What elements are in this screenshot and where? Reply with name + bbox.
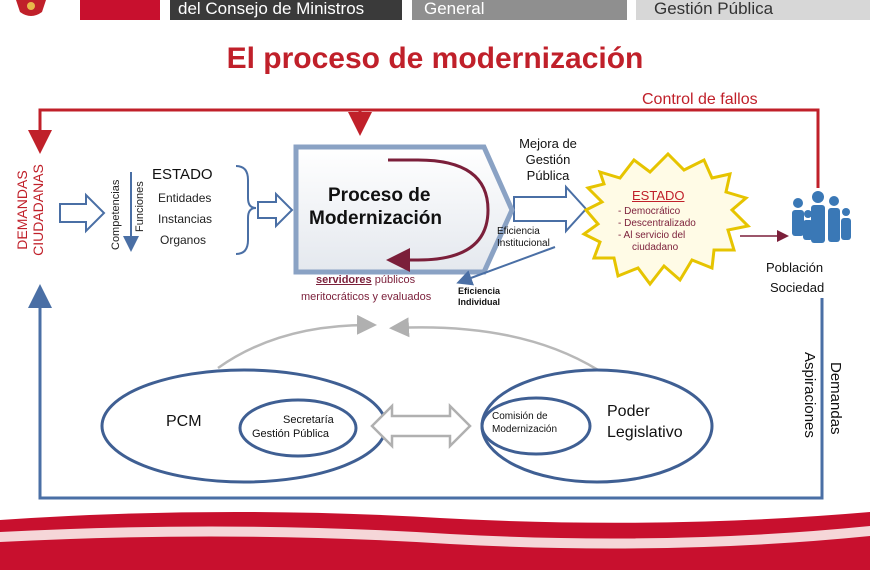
header-section: General [412,0,627,20]
header-unit: Gestión Pública [636,0,870,20]
proceso-cycle-arrow [386,158,490,272]
funciones-label: Funciones [134,181,146,232]
estado-ideal-item-3: - Al servicio del [618,230,686,241]
estado-ideal-item-4: ciudadano [632,242,679,253]
aspiraciones-label: Aspiraciones [801,352,818,438]
secretaria-ellipse [238,398,358,458]
eficiencia-inst-line2: Institucional [497,238,550,249]
eficiencia-ind-line2: Individual [458,297,501,307]
estado-item-entidades: Entidades [158,191,212,205]
eficiencia-ind-line1: Eficiencia [458,286,501,296]
mejora-line1: Mejora de [519,136,577,151]
servidores-rest: públicos [371,274,416,286]
mejora-label: Mejora de Gestión Pública [500,136,596,184]
logo-emblem [14,0,48,18]
estado-ideal-item-2: - Descentralizado [618,218,696,229]
feedback-loop-line [28,284,824,500]
estado-ideal-list: - Democrático - Descentralizado - Al ser… [618,206,696,254]
servidores-text: servidores públicos [316,274,415,286]
sociedad-label: Sociedad [770,280,825,295]
double-arrow [370,402,472,450]
block-arrow-3 [513,184,588,234]
proceso-line1: Proceso de [328,185,431,206]
eficiencia-individual-label: Eficiencia Individual [458,286,500,308]
demandas-ciudadanas-line2: CIUDADANAS [30,164,46,256]
pcm-ellipse [100,368,388,484]
control-loop-line [28,108,820,188]
control-label: Control de fallos [642,91,758,108]
gestion-publica-label: Gestión Pública [252,428,330,440]
proceso-line2: Modernización [309,208,443,229]
secretaria-label: Secretaría [283,414,334,426]
estado-ideal-title: ESTADO [632,188,685,203]
proceso-box [293,144,515,275]
comision-ellipse [480,396,592,456]
block-arrow-2 [257,191,294,229]
poder-label: Poder [607,403,650,420]
gray-arc-right [389,317,599,372]
footer-wave-white [0,526,870,549]
estado-brace [235,165,257,255]
mejora-line3: Pública [526,168,570,183]
estado-ideal-item-1: - Democrático [618,206,681,217]
legislativo-label: Legislativo [607,424,683,441]
header-bar: del Consejo de Ministros General Gestión… [0,0,870,22]
header-institution: del Consejo de Ministros [170,0,402,20]
eficiencia-institucional-label: Eficiencia Institucional [497,226,550,250]
estado-item-organos: Organos [160,233,207,247]
estado-title: ESTADO [152,166,213,183]
mejora-line2: Gestión [525,152,571,167]
modernizacion-small-label: Modernización [492,424,558,435]
estado-ideal-star [581,151,752,287]
servidores-underlined: servidores [316,274,372,286]
comision-label: Comisión de [492,411,548,422]
page-title: El proceso de modernización [226,42,644,75]
competencias-label: Competencias [110,179,122,250]
demandas-label: Demandas [827,362,844,435]
estado-item-instancias: Instancias [158,212,213,226]
meritocraticos-text: meritocráticos y evaluados [301,291,432,303]
poblacion-label: Población [766,260,824,275]
demandas-ciudadanas-line1: DEMANDAS [14,170,30,250]
eficiencia-inst-line1: Eficiencia [497,226,540,237]
block-arrow-1 [59,192,106,234]
demandas-ciudadanas-label: DEMANDAS CIUDADANAS [14,150,46,270]
pcm-label: PCM [166,413,202,430]
flag-red-block [80,0,160,20]
people-icon [792,191,851,243]
eficiencia-arrow-1 [456,246,556,286]
gray-arc-left [217,314,377,370]
